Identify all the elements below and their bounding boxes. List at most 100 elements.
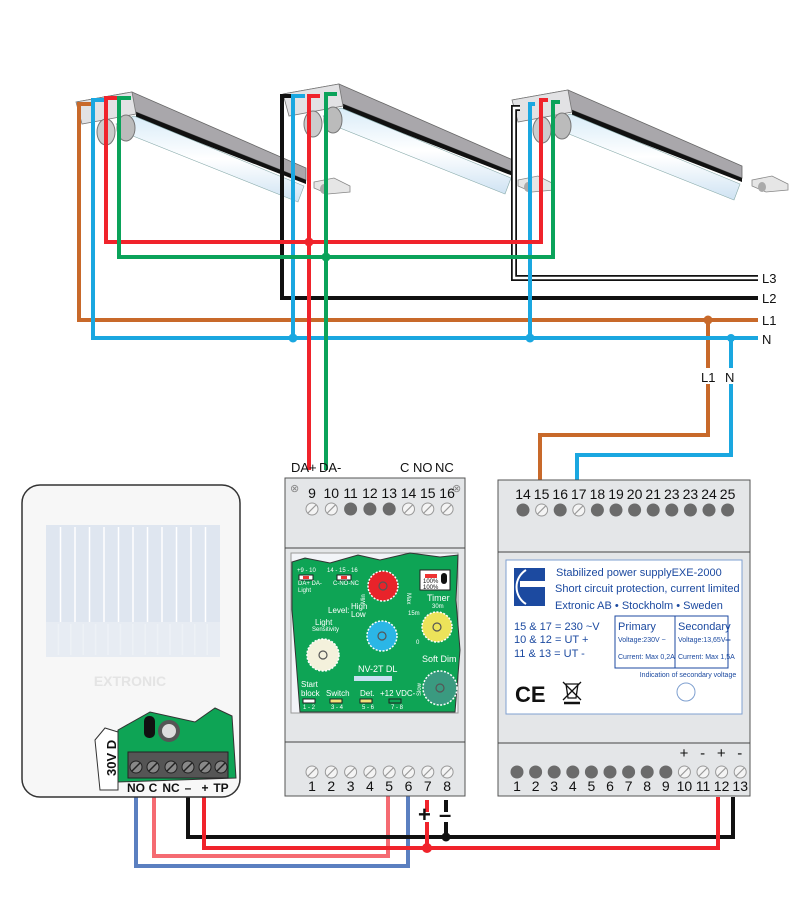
jumper1-title: +9 - 10 <box>297 568 317 574</box>
det-pins: 5 - 6 <box>362 705 375 711</box>
junction-n-f3 <box>525 333 535 343</box>
wire-n <box>91 98 758 340</box>
psu-terminal-23[interactable] <box>665 503 679 517</box>
low-voltage-wiring <box>134 782 735 868</box>
psu-terminal-24[interactable] <box>702 503 716 517</box>
psu-terminal-14[interactable] <box>516 503 530 517</box>
controller-terminal-10[interactable] <box>324 502 338 516</box>
controller-terminal-13[interactable] <box>382 502 396 516</box>
level-max: Max <box>405 593 411 604</box>
ctrl-plus-label: + <box>418 802 431 827</box>
controller-terminal-5[interactable] <box>382 765 396 779</box>
psu-terminal-6[interactable] <box>603 765 617 779</box>
psu-terminal-label-5: 5 <box>588 778 596 794</box>
controller-terminal-11[interactable] <box>344 502 358 516</box>
vdc-label: +12 VDC- <box>380 689 416 698</box>
psu-terminal-label-17: 17 <box>571 486 587 502</box>
sensor-terminal-2[interactable] <box>146 760 160 774</box>
controller-terminal-16[interactable] <box>440 502 454 516</box>
controller-terminal-6[interactable] <box>402 765 415 779</box>
psu-terminal-18[interactable] <box>590 503 604 517</box>
wire-da-plus <box>104 96 548 244</box>
psu-terminal-7[interactable] <box>622 765 636 779</box>
sensor-terminal-label-4: – <box>185 781 192 795</box>
psu-terminal-12[interactable] <box>715 765 729 779</box>
level-low-knob[interactable] <box>366 620 398 652</box>
psu-terminal-16[interactable] <box>553 503 567 517</box>
psu-terminal-4[interactable] <box>566 765 580 779</box>
psu-note-1: 15 & 17 = 230 ~V <box>514 621 600 633</box>
psu-subtitle: Short circuit protection, current limite… <box>555 583 740 595</box>
wire-supply-minus <box>186 790 735 839</box>
ctrl-minus-label: – <box>439 802 451 827</box>
switch-label-2: 100% <box>423 585 439 591</box>
start-pins: 1 - 2 <box>303 705 316 711</box>
psu-terminal-23[interactable] <box>683 503 697 517</box>
soft-dim-knob[interactable] <box>422 670 458 706</box>
sensor-terminal-3[interactable] <box>164 760 178 774</box>
psu-terminal-label-15: 15 <box>534 486 550 502</box>
det-label: Det. <box>360 689 375 698</box>
psu-terminal-label-6: 6 <box>606 778 614 794</box>
soft-dim-slow: Slow <box>417 682 423 696</box>
psu-terminal-9[interactable] <box>659 765 673 779</box>
sensor-terminal-4[interactable] <box>181 760 195 774</box>
psu-terminal-17[interactable] <box>572 503 586 517</box>
psu-polarity-3: + <box>717 745 726 762</box>
psu-terminal-25[interactable] <box>721 503 735 517</box>
controller-terminal-label-11: 11 <box>343 485 358 501</box>
sensor-terminal-label-6: TP <box>213 781 228 795</box>
jumper2-sub: C-NO-NC <box>333 581 360 587</box>
sensor-terminal-5[interactable] <box>198 760 212 774</box>
block-label: block <box>301 689 321 698</box>
psu-terminal-3[interactable] <box>547 765 561 779</box>
timer-30: 30m <box>432 604 444 610</box>
psu-terminal-5[interactable] <box>584 765 598 779</box>
controller-terminal-3[interactable] <box>344 765 358 779</box>
sensor-terminal-6[interactable] <box>214 760 228 774</box>
psu-terminal-2[interactable] <box>529 765 543 779</box>
timer-knob[interactable] <box>421 611 453 643</box>
psu-terminal-label-14: 14 <box>515 486 531 502</box>
sensitivity-knob[interactable] <box>306 638 340 672</box>
psu-label-plate <box>505 559 743 715</box>
psu-terminal-10[interactable] <box>677 765 691 779</box>
controller-terminal-14[interactable] <box>402 502 415 516</box>
sensor-terminal-1[interactable] <box>129 760 143 774</box>
controller-terminal-15[interactable] <box>421 502 435 516</box>
controller-terminal-9[interactable] <box>305 502 319 516</box>
controller-terminal-12[interactable] <box>363 502 377 516</box>
controller-terminal-label-15: 15 <box>420 485 436 501</box>
controller-terminal-4[interactable] <box>363 765 377 779</box>
wire-n-f2 <box>291 94 305 338</box>
psu-polarity-1: + <box>680 745 689 762</box>
controller-terminal-7[interactable] <box>421 765 435 779</box>
psu-terminal-11[interactable] <box>696 765 710 779</box>
controller-terminal-label-3: 3 <box>347 778 355 794</box>
junction-plus <box>422 843 432 853</box>
light-fixture-1 <box>75 91 307 203</box>
psu-terminal-13[interactable] <box>733 765 747 779</box>
level-high-knob[interactable] <box>367 570 399 602</box>
wire-l3-core <box>512 106 758 280</box>
psu-terminal-15[interactable] <box>535 503 549 517</box>
psu-terminal-21[interactable] <box>646 503 660 517</box>
junction-red <box>304 237 314 247</box>
psu-polarity-2: - <box>700 745 705 762</box>
psu-terminal-8[interactable] <box>640 765 654 779</box>
controller-terminal-1[interactable] <box>305 765 319 779</box>
controller-terminal-2[interactable] <box>324 765 338 779</box>
controller-terminal-label-7: 7 <box>424 778 432 794</box>
wire-n-f3 <box>528 102 535 338</box>
psu-terminal-1[interactable] <box>510 765 524 779</box>
psu-terminal-19[interactable] <box>609 503 623 517</box>
psu-terminal-label-13: 13 <box>732 778 748 794</box>
psu-terminal-20[interactable] <box>628 503 642 517</box>
controller-terminal-label-6: 6 <box>405 778 413 794</box>
timer-15: 15m <box>408 611 420 617</box>
switch-pins: 3 - 4 <box>331 705 344 711</box>
controller-terminal-8[interactable] <box>440 765 454 779</box>
wire-da-plus-f2 <box>307 94 320 470</box>
